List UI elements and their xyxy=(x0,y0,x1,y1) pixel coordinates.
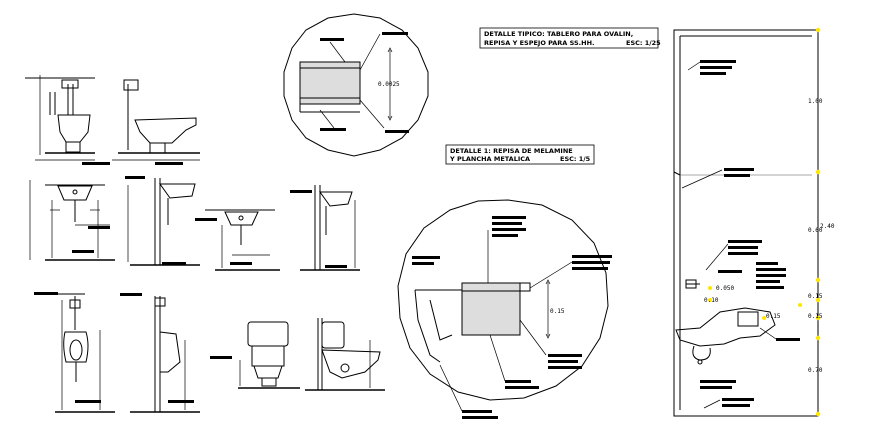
countertop-section xyxy=(299,61,361,105)
lavatory-front-elevation-2 xyxy=(205,209,280,271)
bottom-circle-dimension: 0.15 xyxy=(550,308,565,315)
wall-elevation-section: 1.00 2.40 0.60 0.15 0.15 0.70 0.050 0.10… xyxy=(673,27,835,417)
dim-top: 1.00 xyxy=(808,98,823,105)
detail-1-line1: DETALLE 1: REPISA DE MELAMINE xyxy=(450,147,573,155)
dim-mid: 0.60 xyxy=(808,227,823,234)
title-detail-typical: DETALLE TIPICO: TABLERO PARA OVALIN, REP… xyxy=(479,27,661,49)
urinal-side-elevation xyxy=(130,296,200,413)
bottom-circle-detail: 0.15 xyxy=(397,199,612,419)
dim-bottom: 0.70 xyxy=(808,367,823,374)
urinal-front-elevation xyxy=(35,293,115,413)
toilet-front-elevation xyxy=(25,75,95,161)
dim-a: 0.15 xyxy=(808,293,823,300)
title-detail-1: DETALLE 1: REPISA DE MELAMINE Y PLANCHA … xyxy=(445,144,595,165)
fixture-leader-labels xyxy=(34,162,347,403)
toilet-tank-front-elevation xyxy=(238,321,300,389)
lavatory-side-elevation-2 xyxy=(300,185,360,271)
dim-b: 0.15 xyxy=(808,313,823,320)
detail-1-scale: ESC: 1/5 xyxy=(560,155,591,163)
dim-left-b: 0.10 xyxy=(704,297,719,304)
lavatory-side-elevation-1 xyxy=(127,178,200,266)
toilet-side-elevation xyxy=(112,79,200,161)
detail-typical-scale: ESC: 1/25 xyxy=(626,39,661,47)
dim-right-a: 0.15 xyxy=(766,313,781,320)
dim-total: 2.40 xyxy=(820,223,835,230)
detail-1-line2: Y PLANCHA METALICA xyxy=(449,155,530,163)
detail-typical-line2: REPISA Y ESPEJO PARA SS.HH. xyxy=(484,39,595,47)
top-circle-detail: 0.0025 xyxy=(283,13,429,157)
dim-left-a: 0.050 xyxy=(716,285,734,292)
lavatory-front-elevation-1 xyxy=(29,180,115,261)
detail-typical-line1: DETALLE TIPICO: TABLERO PARA OVALIN, xyxy=(484,30,633,38)
top-circle-dimension: 0.0025 xyxy=(378,81,400,88)
toilet-tank-side-elevation xyxy=(305,318,385,391)
fixture-details-group xyxy=(25,75,385,413)
